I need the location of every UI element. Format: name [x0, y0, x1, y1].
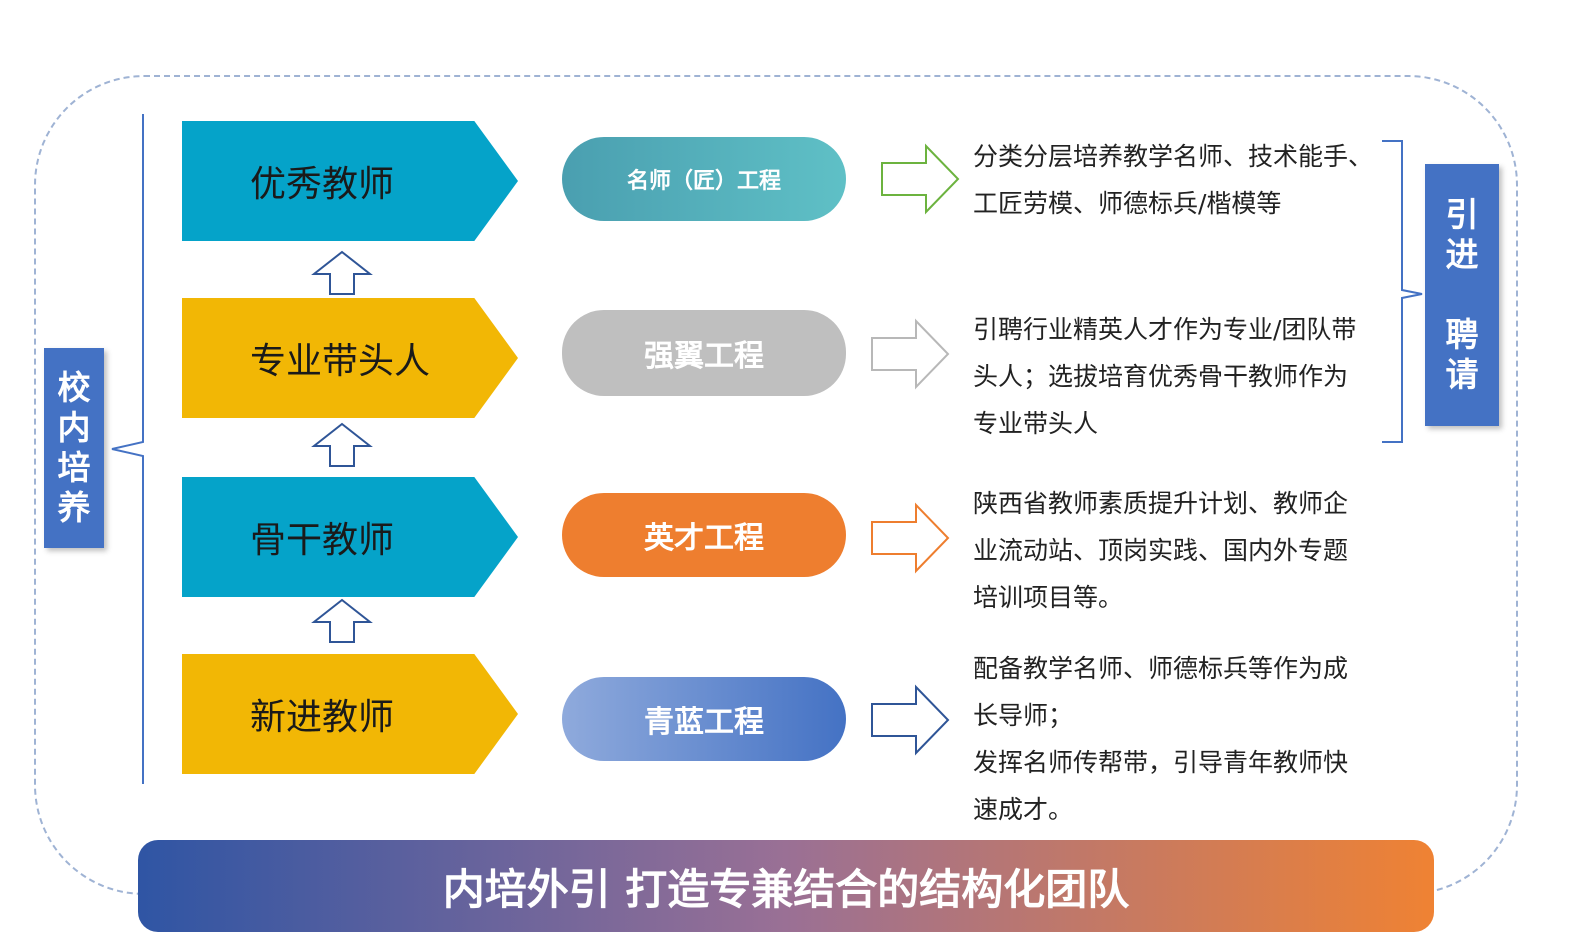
right-label-char: 进 [1445, 235, 1479, 274]
left-bracket [111, 114, 144, 784]
right-arrow-icon [871, 502, 950, 574]
description-strong-wing: 引聘行业精英人才作为专业/团队带 头人；选拔培育优秀骨干教师作为 专业带头人 [973, 306, 1393, 447]
description-line: 引聘行业精英人才作为专业/团队带 [973, 315, 1357, 344]
right-arrow-icon [881, 143, 960, 215]
description-line: 培训项目等。 [973, 583, 1124, 612]
project-mentoring: 青蓝工程 [562, 677, 846, 761]
description-line: 专业带头人 [973, 409, 1099, 438]
description-line: 速成才。 [973, 795, 1074, 824]
up-arrow-icon [311, 598, 373, 643]
stage-label: 骨干教师 [250, 520, 395, 561]
project-strong-wing: 强翼工程 [562, 310, 846, 396]
description-line: 陕西省教师素质提升计划、教师企 [973, 489, 1349, 518]
summary-banner: 内培外引 打造专兼结合的结构化团队 [138, 840, 1434, 932]
right-arrow-icon [871, 684, 950, 756]
left-label-char: 内 [57, 408, 91, 447]
right-label-recruitment: 引 进 聘 请 [1425, 164, 1499, 426]
left-label-char: 校 [57, 368, 91, 407]
stage-label: 优秀教师 [250, 164, 395, 205]
project-elite-talent: 英才工程 [562, 493, 846, 577]
description-elite-talent: 陕西省教师素质提升计划、教师企 业流动站、顶岗实践、国内外专题 培训项目等。 [973, 480, 1393, 621]
description-line: 分类分层培养教学名师、技术能手、 [973, 142, 1374, 171]
left-label-char: 培 [57, 448, 91, 487]
project-label: 青蓝工程 [644, 705, 764, 740]
project-label: 英才工程 [644, 521, 764, 556]
project-label: 强翼工程 [644, 339, 764, 374]
project-master-teacher: 名师（匠）工程 [562, 137, 846, 221]
right-label-char: 引 [1445, 195, 1479, 234]
description-line: 工匠劳模、师德标兵/楷模等 [973, 189, 1282, 218]
description-line: 业流动站、顶岗实践、国内外专题 [973, 536, 1349, 565]
project-label: 名师（匠）工程 [626, 169, 781, 194]
stage-discipline-leader: 专业带头人 [182, 298, 518, 418]
right-arrow-icon [871, 318, 950, 390]
description-master-teacher: 分类分层培养教学名师、技术能手、 工匠劳模、师德标兵/楷模等 [973, 133, 1393, 227]
stage-backbone-teacher: 骨干教师 [182, 477, 518, 597]
left-label-char: 养 [57, 488, 91, 527]
up-arrow-icon [311, 422, 373, 467]
up-arrow-icon [311, 250, 373, 295]
stage-label: 专业带头人 [250, 341, 431, 382]
banner-text: 内培外引 打造专兼结合的结构化团队 [442, 864, 1130, 914]
right-bracket [1382, 140, 1423, 443]
right-label-char: 聘 [1445, 315, 1479, 354]
description-mentoring: 配备教学名师、师德标兵等作为成 长导师； 发挥名师传帮带，引导青年教师快 速成才… [973, 645, 1393, 833]
left-label-internal-training: 校 内 培 养 [44, 348, 104, 548]
description-line: 头人；选拔培育优秀骨干教师作为 [973, 362, 1349, 391]
description-line: 发挥名师传帮带，引导青年教师快 [973, 748, 1349, 777]
stage-new-teacher: 新进教师 [182, 654, 518, 774]
right-label-char: 请 [1445, 355, 1479, 394]
stage-label: 新进教师 [250, 697, 395, 738]
description-line: 配备教学名师、师德标兵等作为成 [973, 654, 1349, 683]
description-line: 长导师； [973, 701, 1074, 730]
stage-excellent-teacher: 优秀教师 [182, 121, 518, 241]
